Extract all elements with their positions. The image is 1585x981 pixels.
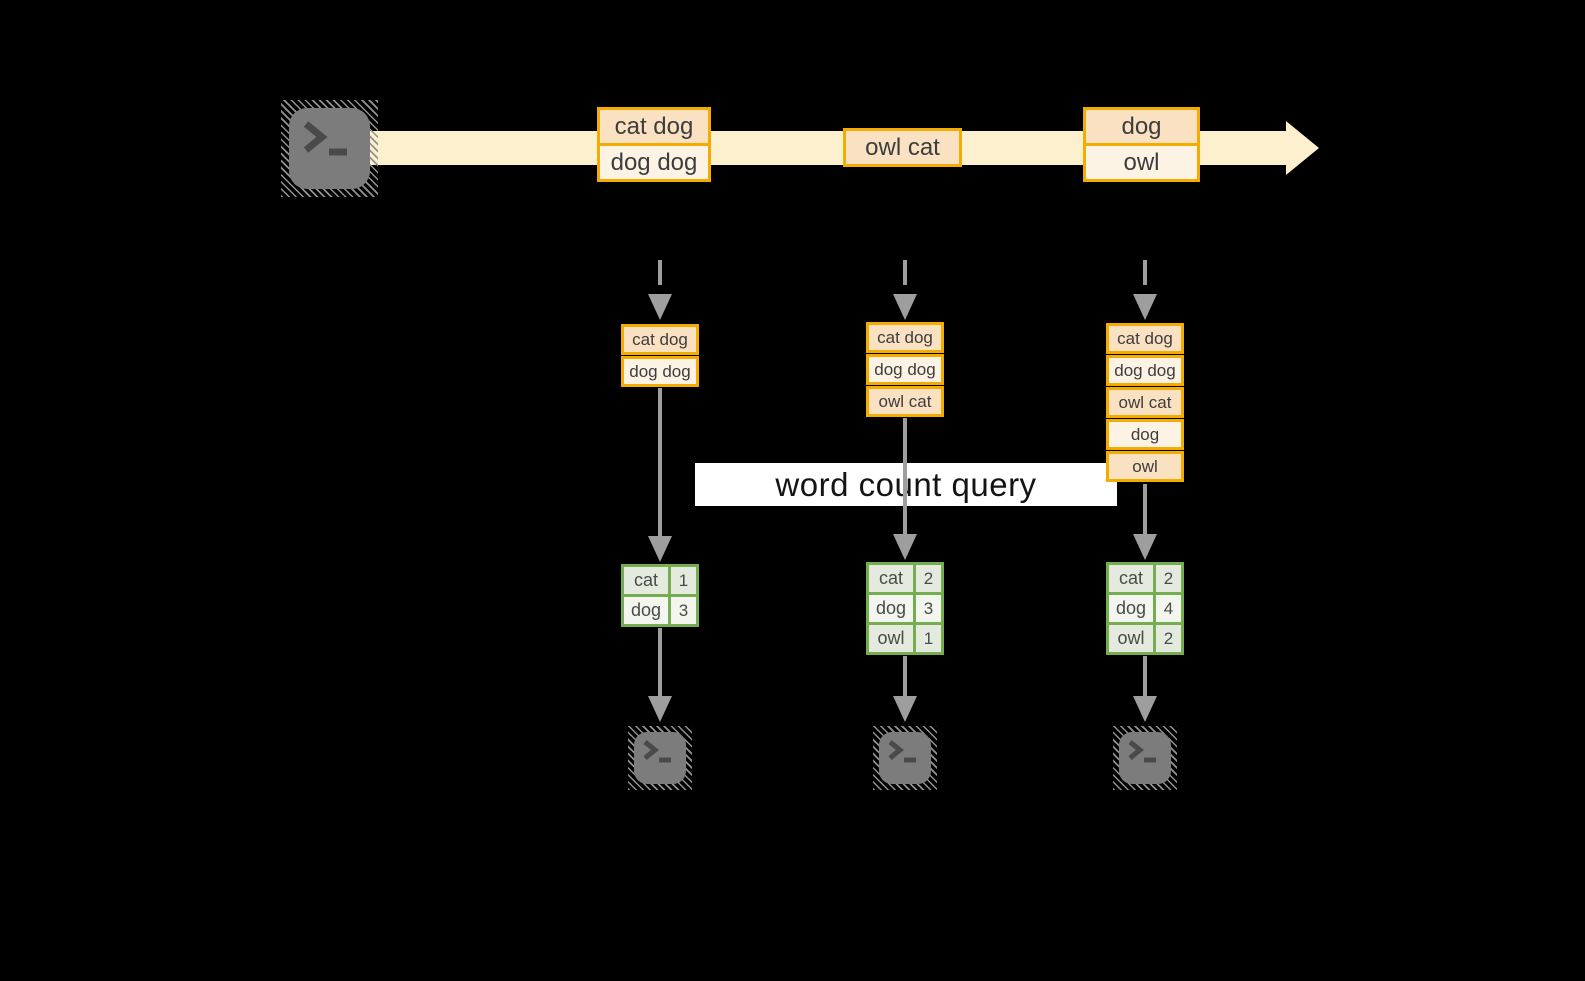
stream-message-3: dog owl bbox=[1083, 107, 1200, 182]
arrow-shaft bbox=[658, 260, 662, 285]
trigger-arrow-icon bbox=[893, 260, 917, 320]
count-cell: 4 bbox=[1156, 595, 1181, 622]
output-arrow-icon bbox=[893, 656, 917, 722]
input-record: dog bbox=[1106, 419, 1184, 450]
count-cell: 3 bbox=[671, 597, 696, 624]
table-row: owl 1 bbox=[869, 625, 941, 652]
arrow-shaft bbox=[1143, 656, 1147, 696]
count-cell: 2 bbox=[916, 565, 941, 592]
input-record: owl cat bbox=[866, 386, 944, 417]
table-row: dog 3 bbox=[624, 597, 696, 624]
arrow-head bbox=[893, 534, 917, 560]
input-table-2: cat dog dog dog owl cat bbox=[866, 322, 944, 418]
stream-arrowhead-icon bbox=[1286, 121, 1319, 175]
input-record: dog dog bbox=[1106, 355, 1184, 386]
arrow-head bbox=[1133, 696, 1157, 722]
arrow-head bbox=[648, 696, 672, 722]
table-row: cat 2 bbox=[1109, 565, 1181, 592]
count-cell: 3 bbox=[916, 595, 941, 622]
stream-record: owl cat bbox=[846, 131, 959, 164]
terminal-prompt-icon bbox=[1119, 732, 1171, 784]
arrow-head bbox=[1133, 534, 1157, 560]
arrow-head bbox=[648, 294, 672, 320]
table-row: owl 2 bbox=[1109, 625, 1181, 652]
input-record: dog dog bbox=[621, 356, 699, 387]
result-table-3: cat 2 dog 4 owl 2 bbox=[1106, 562, 1184, 655]
stream-message-2: owl cat bbox=[843, 128, 962, 167]
flow-arrow-icon bbox=[893, 418, 917, 560]
result-table-1: cat 1 dog 3 bbox=[621, 564, 699, 627]
arrow-shaft bbox=[1143, 484, 1147, 534]
input-record: cat dog bbox=[1106, 323, 1184, 354]
input-table-1: cat dog dog dog bbox=[621, 324, 699, 388]
stream-record: dog bbox=[1086, 110, 1197, 143]
count-cell: 2 bbox=[1156, 625, 1181, 652]
table-row: dog 3 bbox=[869, 595, 941, 622]
terminal-prompt-icon bbox=[289, 108, 370, 189]
source-terminal-icon bbox=[281, 100, 378, 197]
word-cell: cat bbox=[869, 565, 913, 592]
arrow-shaft bbox=[903, 260, 907, 285]
sink-terminal-icon-2 bbox=[873, 726, 937, 790]
word-cell: owl bbox=[1109, 625, 1153, 652]
terminal-prompt-icon bbox=[879, 732, 931, 784]
table-row: cat 1 bbox=[624, 567, 696, 594]
table-row: cat 2 bbox=[869, 565, 941, 592]
word-cell: cat bbox=[624, 567, 668, 594]
arrow-shaft bbox=[658, 628, 662, 696]
input-record: owl cat bbox=[1106, 387, 1184, 418]
stream-record: dog dog bbox=[600, 146, 708, 179]
output-arrow-icon bbox=[648, 628, 672, 722]
word-cell: dog bbox=[1109, 595, 1153, 622]
stream-record: owl bbox=[1086, 146, 1197, 179]
table-row: dog 4 bbox=[1109, 595, 1181, 622]
result-table-2: cat 2 dog 3 owl 1 bbox=[866, 562, 944, 655]
sink-terminal-icon-1 bbox=[628, 726, 692, 790]
terminal-prompt-icon bbox=[634, 732, 686, 784]
stream-message-1: cat dog dog dog bbox=[597, 107, 711, 182]
arrow-head bbox=[1133, 294, 1157, 320]
arrow-shaft bbox=[903, 418, 907, 534]
count-cell: 1 bbox=[916, 625, 941, 652]
arrow-shaft bbox=[1143, 260, 1147, 285]
flow-arrow-icon bbox=[1133, 484, 1157, 560]
output-arrow-icon bbox=[1133, 656, 1157, 722]
arrow-head bbox=[893, 294, 917, 320]
input-record: cat dog bbox=[866, 322, 944, 353]
word-cell: cat bbox=[1109, 565, 1153, 592]
flow-arrow-icon bbox=[648, 388, 672, 562]
input-record: cat dog bbox=[621, 324, 699, 355]
word-cell: owl bbox=[869, 625, 913, 652]
arrow-shaft bbox=[658, 388, 662, 536]
stream-record: cat dog bbox=[600, 110, 708, 143]
count-cell: 2 bbox=[1156, 565, 1181, 592]
sink-terminal-icon-3 bbox=[1113, 726, 1177, 790]
input-record: owl bbox=[1106, 451, 1184, 482]
input-record: dog dog bbox=[866, 354, 944, 385]
arrow-shaft bbox=[903, 656, 907, 696]
trigger-arrow-icon bbox=[1133, 260, 1157, 320]
count-cell: 1 bbox=[671, 567, 696, 594]
word-cell: dog bbox=[624, 597, 668, 624]
arrow-head bbox=[893, 696, 917, 722]
arrow-head bbox=[648, 536, 672, 562]
trigger-arrow-icon bbox=[648, 260, 672, 320]
word-cell: dog bbox=[869, 595, 913, 622]
input-table-3: cat dog dog dog owl cat dog owl bbox=[1106, 323, 1184, 483]
